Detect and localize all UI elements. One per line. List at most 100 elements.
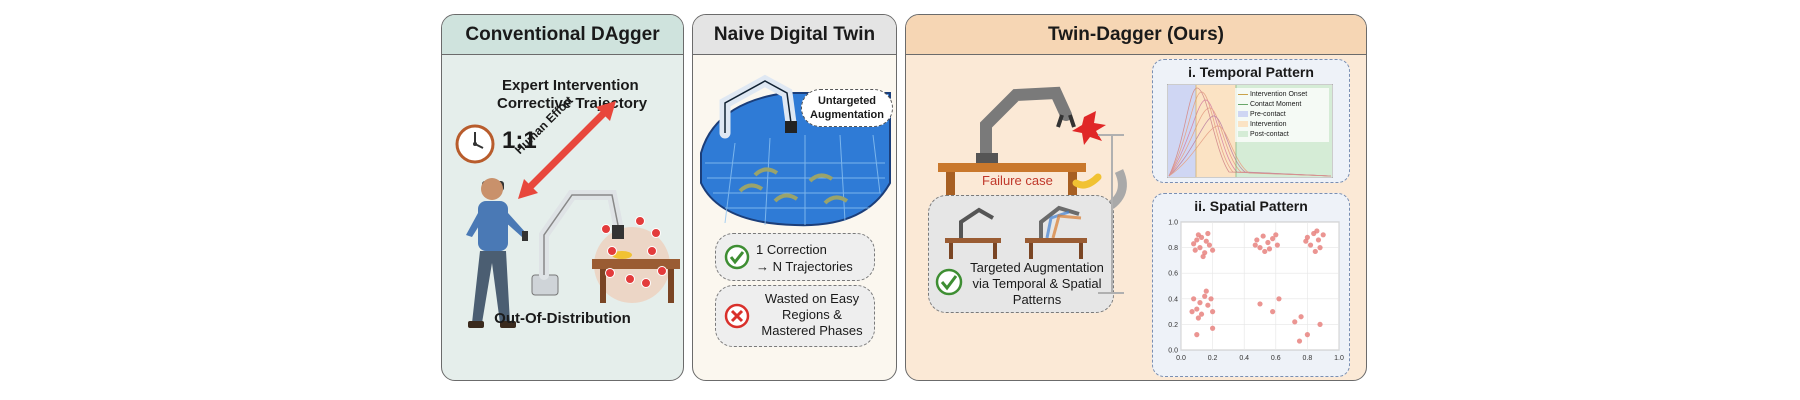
scatter-point (1317, 321, 1323, 327)
targeted-line-3: Patterns (1012, 292, 1062, 307)
y-tick-label: 0.2 (1168, 322, 1178, 329)
benefit-line-2: → N Trajectories (756, 259, 853, 274)
scatter-point (1208, 296, 1214, 302)
scatter-point (1194, 332, 1200, 338)
x-tick-label: 1.0 (1334, 355, 1344, 362)
scatter-point (1195, 232, 1201, 238)
scatter-point (1205, 302, 1211, 308)
panel-title: Twin-Dagger (Ours) (906, 15, 1366, 55)
twin-dagger-panel: Twin-Dagger (Ours) Failure case (905, 14, 1367, 381)
scatter-point (1210, 325, 1216, 331)
scatter-point (1307, 242, 1314, 248)
x-tick-label: 0.2 (1208, 355, 1218, 362)
scatter-point (1273, 232, 1279, 238)
bubble-line-1: Untargeted (817, 95, 877, 107)
scatter-point (1314, 228, 1320, 234)
scatter-point (1265, 239, 1271, 246)
clock-icon (455, 124, 495, 164)
scatter-point (1210, 247, 1216, 253)
scatter-point (1203, 238, 1209, 244)
scatter-point (1298, 314, 1304, 320)
scatter-point (1197, 300, 1203, 306)
untargeted-augmentation-bubble: Untargeted Augmentation (801, 89, 893, 127)
scatter-point (1262, 248, 1268, 255)
y-tick-label: 0.8 (1168, 245, 1178, 252)
expert-intervention-label: Expert Intervention (502, 77, 639, 94)
scatter-point (1270, 236, 1276, 242)
targeted-line-1: Targeted Augmentation (970, 260, 1104, 275)
legend-item: Post-contact (1238, 130, 1326, 140)
out-of-distribution-label: Out-Of-Distribution (494, 310, 631, 327)
failure-case-label: Failure case (982, 173, 1053, 188)
panel-title: Conventional DAgger (442, 15, 683, 55)
targeted-augmentation-box: Targeted Augmentation via Temporal & Spa… (928, 195, 1114, 313)
check-icon (935, 268, 963, 296)
scatter-point (1205, 230, 1211, 237)
scatter-point (1257, 301, 1263, 307)
temporal-pattern-title: i. Temporal Pattern (1188, 64, 1314, 80)
check-icon (724, 244, 750, 270)
augmented-robots-illustration (945, 205, 1087, 259)
scatter-point (1320, 232, 1326, 238)
drawback-box: Wasted on Easy Regions & Mastered Phases (715, 285, 875, 347)
robot-table-illustration (531, 190, 680, 303)
scatter-point (1195, 315, 1201, 321)
drawback-line-3: Mastered Phases (761, 323, 863, 338)
x-tick-label: 0.8 (1303, 355, 1313, 362)
scatter-point (1315, 237, 1322, 243)
scatter-point (1260, 233, 1266, 239)
failure-robot-scene (938, 86, 1106, 212)
ratio-label: 1:1 (502, 127, 537, 154)
bubble-line-2: Augmentation (810, 109, 884, 121)
scatter-point (1189, 309, 1195, 315)
cross-icon (724, 303, 750, 329)
scatter-point (1197, 245, 1203, 251)
panel-title: Naive Digital Twin (693, 15, 896, 55)
scatter-point (1270, 309, 1276, 315)
scatter-point (1252, 242, 1258, 248)
x-tick-label: 0.0 (1176, 355, 1186, 362)
conventional-dagger-panel: Conventional DAgger Expert Intervention … (441, 14, 684, 381)
legend-item: Pre-contact (1238, 110, 1326, 120)
spatial-pattern-title: ii. Spatial Pattern (1194, 198, 1308, 214)
temporal-legend: Intervention Onset Contact Moment Pre-co… (1235, 88, 1329, 142)
drawback-line-1: Wasted on Easy (764, 291, 860, 306)
scatter-point (1206, 242, 1213, 248)
scatter-point (1304, 332, 1310, 338)
scatter-point (1192, 247, 1198, 253)
y-tick-label: 0.0 (1168, 348, 1178, 355)
x-tick-label: 0.6 (1271, 355, 1281, 362)
scatter-point (1292, 319, 1298, 325)
scatter-point (1198, 311, 1205, 317)
scatter-point (1191, 296, 1197, 302)
scatter-point (1191, 241, 1197, 247)
human-effort-arrow (518, 101, 616, 199)
scatter-point (1274, 242, 1280, 248)
spatial-scatter-chart: 0.0 0.2 0.4 0.6 0.8 1.0 0.0 0.2 0.4 0.6 0.8 1.0 (1168, 220, 1344, 363)
temporal-pattern-box: i. Temporal Pattern Intervention (1152, 59, 1350, 183)
scatter-point (1194, 306, 1200, 312)
y-tick-label: 0.4 (1168, 296, 1178, 303)
vr-operator-figure (466, 178, 528, 328)
scatter-point (1276, 296, 1282, 302)
targeted-line-2: via Temporal & Spatial (972, 276, 1102, 291)
scatter-point (1296, 338, 1303, 344)
scatter-point (1317, 245, 1323, 251)
legend-item: Intervention (1238, 120, 1326, 130)
benefit-line-1: 1 Correction (756, 242, 827, 257)
y-tick-label: 1.0 (1168, 220, 1178, 227)
scatter-point (1303, 238, 1309, 244)
connector-lines (1098, 134, 1124, 294)
scatter-point (1194, 237, 1200, 243)
scatter-point (1200, 253, 1206, 260)
benefit-box: 1 Correction → N Trajectories (715, 233, 875, 281)
scatter-point (1202, 293, 1208, 299)
legend-item: Contact Moment (1238, 100, 1326, 110)
drawback-line-2: Regions & (782, 307, 842, 322)
scatter-point (1210, 309, 1216, 315)
x-tick-label: 0.4 (1239, 355, 1249, 362)
y-tick-label: 0.6 (1168, 271, 1178, 278)
legend-item: Intervention Onset (1238, 90, 1326, 100)
scatter-point (1203, 288, 1209, 294)
